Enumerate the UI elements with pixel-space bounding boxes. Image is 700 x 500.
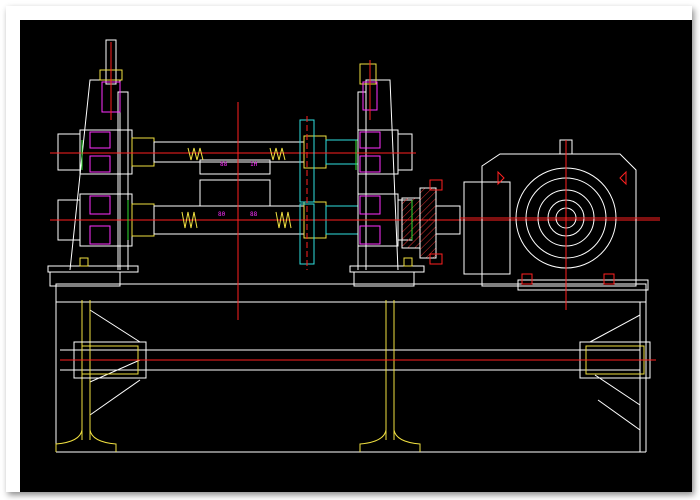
label-upper-left: 88 — [220, 161, 228, 168]
label-lower-right: 88 — [250, 211, 258, 218]
dimension-labels: 88 1H 80 88 — [218, 161, 258, 218]
label-upper-right: 1H — [250, 161, 258, 168]
lower-roll — [50, 179, 660, 247]
rolling-mill-drawing: 88 1H 80 88 — [47, 39, 660, 453]
base-frame — [55, 283, 647, 453]
label-lower-left: 80 — [218, 211, 226, 218]
gear-pair — [299, 116, 315, 270]
stand-left — [47, 39, 139, 287]
column-left — [55, 300, 117, 452]
cad-canvas: 88 1H 80 88 — [20, 20, 692, 492]
coupling — [401, 179, 461, 265]
fastener-details — [81, 140, 413, 240]
stand-right — [349, 60, 425, 287]
column-center — [359, 300, 421, 452]
drawing-frame: 88 1H 80 88 — [6, 6, 692, 492]
gearbox — [460, 139, 660, 310]
upper-roll — [50, 129, 416, 175]
